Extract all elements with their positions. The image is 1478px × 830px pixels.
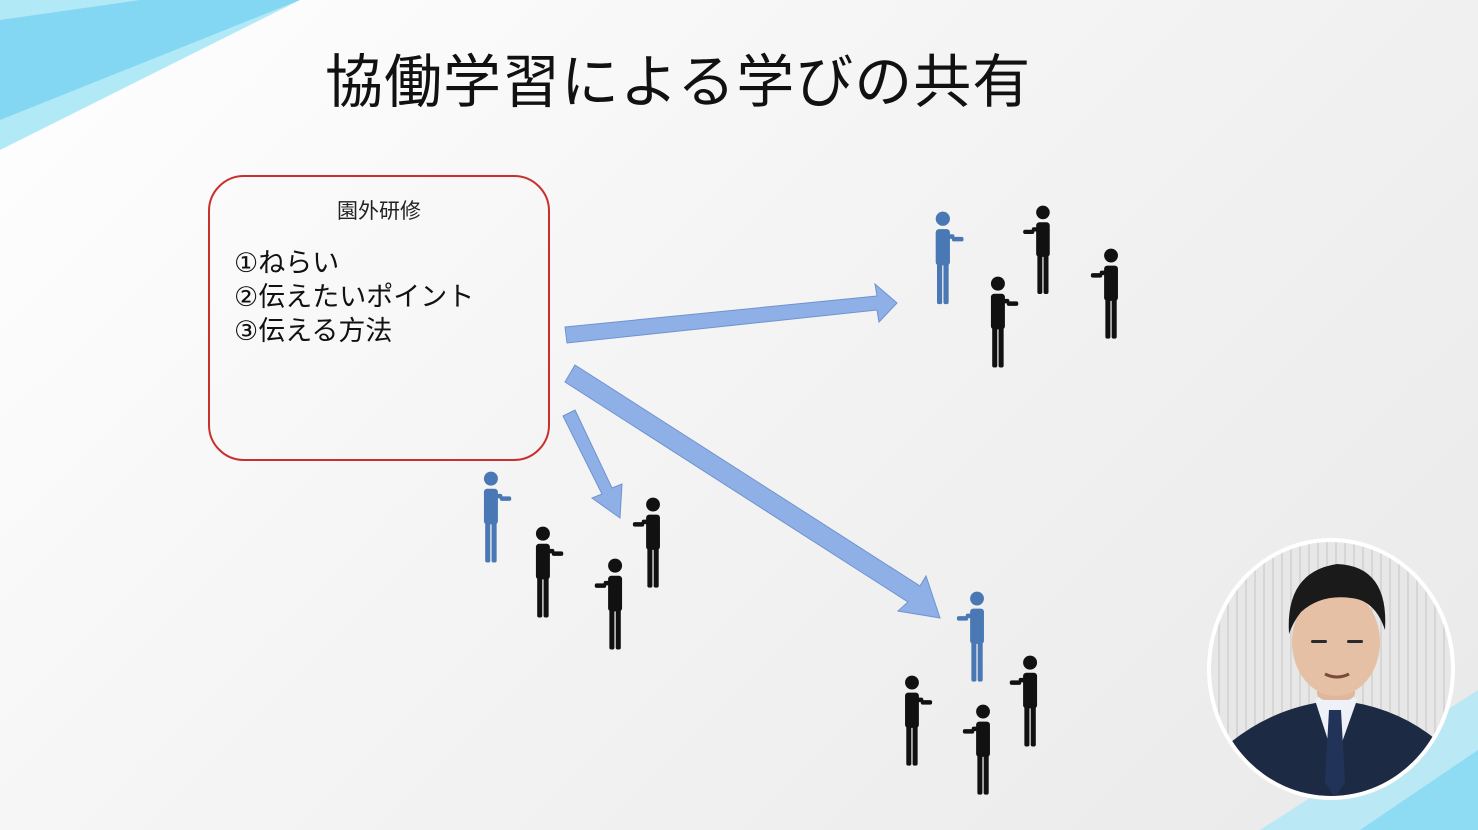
person-icon (1023, 205, 1050, 294)
arrow-to-lower-left (562, 409, 623, 519)
person-icon (535, 526, 564, 618)
arrow-to-upper-right (564, 282, 898, 344)
presenter-video (1207, 538, 1455, 800)
list-item: ①ねらい (234, 248, 340, 279)
leader-person-icon (956, 591, 984, 682)
leader-person-icon (483, 471, 512, 563)
person-icon (1090, 248, 1118, 339)
leader-person-icon (935, 211, 964, 305)
presenter-video-icon (1222, 564, 1450, 796)
person-icon (632, 497, 660, 588)
training-box-list: ①ねらい ②伝えたいポイント ③伝える方法 (234, 247, 474, 349)
person-icon (990, 276, 1019, 368)
person-icon (905, 675, 933, 766)
arrow-to-lower-right (564, 364, 941, 619)
training-box-heading: 園外研修 (337, 199, 421, 223)
list-item: ③伝える方法 (234, 316, 393, 347)
person-icon (962, 704, 990, 795)
group-lower-left (483, 471, 660, 650)
group-upper-right (935, 205, 1118, 368)
training-box: 園外研修 ①ねらい ②伝えたいポイント ③伝える方法 (208, 175, 550, 461)
person-icon (594, 558, 623, 650)
slide-title: 協働学習による学びの共有 (325, 48, 1032, 116)
person-icon (1009, 655, 1038, 747)
group-lower-right (905, 591, 1038, 795)
list-item: ②伝えたいポイント (234, 282, 475, 313)
